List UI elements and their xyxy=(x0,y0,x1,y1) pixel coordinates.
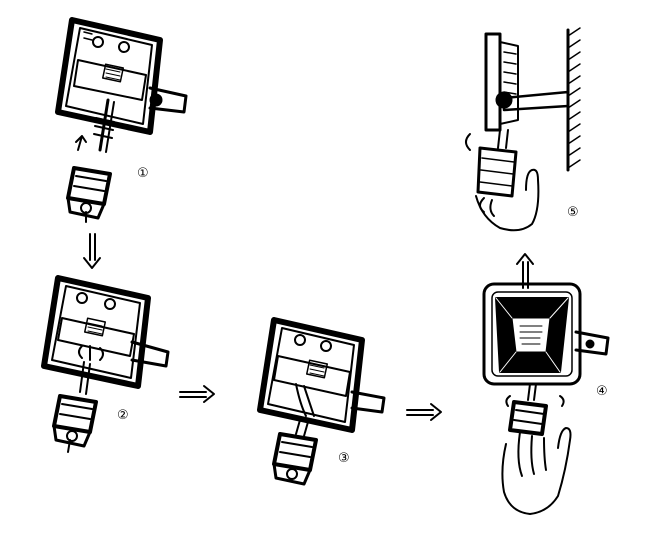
step-5-illustration xyxy=(465,27,581,232)
step-3-illustration xyxy=(257,317,386,486)
step-2-label: ② xyxy=(117,408,129,423)
step-4-label: ④ xyxy=(596,384,608,399)
step-3-label: ③ xyxy=(338,451,350,466)
step-1-illustration xyxy=(55,17,188,223)
arrow-step4-to-step5 xyxy=(516,253,534,289)
step-2-illustration xyxy=(41,275,170,453)
step-1-label: ① xyxy=(137,166,149,181)
step-5-label: ⑤ xyxy=(567,205,579,220)
arrow-step2-to-step3 xyxy=(179,385,215,403)
arrow-step3-to-step4 xyxy=(406,403,442,421)
arrow-step1-to-step2 xyxy=(83,233,101,269)
step-4-illustration xyxy=(482,282,610,515)
